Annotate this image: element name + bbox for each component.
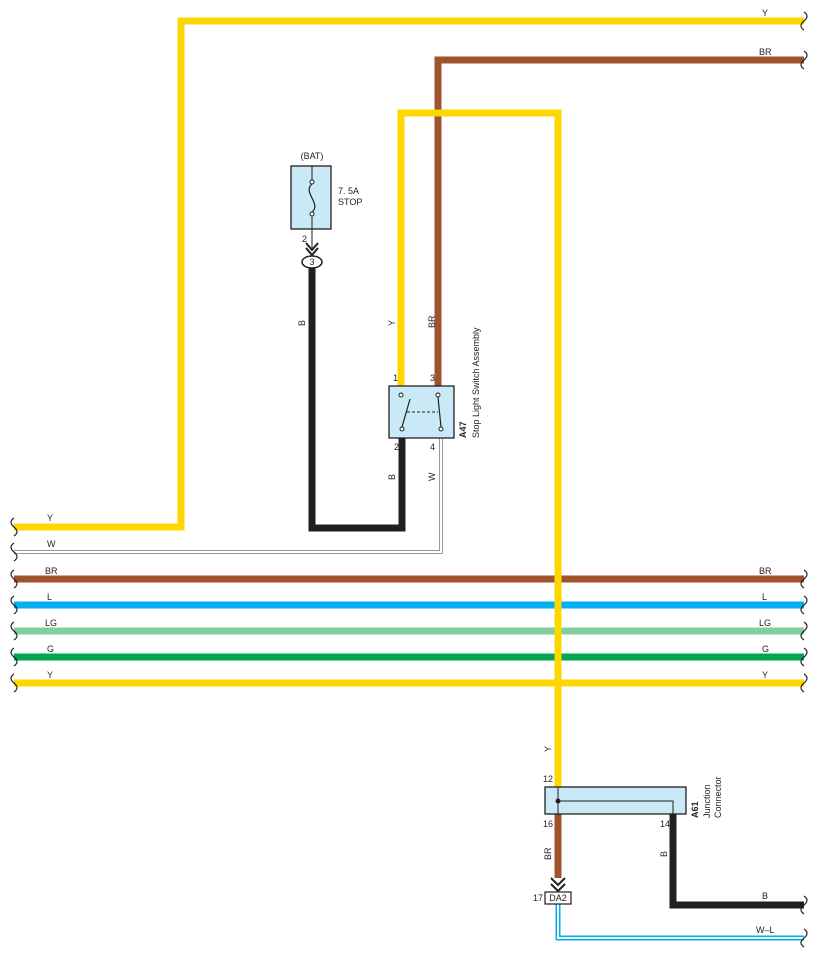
y-wire-top xyxy=(14,17,804,531)
fuse-source-label: (BAT) xyxy=(301,151,324,161)
right-wire-breaks xyxy=(800,11,808,948)
stop-light-switch-a47: 1 3 2 4 A47 Stop Light Switch Assembly xyxy=(388,327,481,452)
w-wire-outer xyxy=(14,432,443,554)
label-bus-l-right: L xyxy=(762,592,767,602)
switch-pin-2: 2 xyxy=(394,442,399,452)
left-break-ybus xyxy=(10,673,18,693)
b-wire-junction-out xyxy=(669,814,804,909)
label-br-top: BR xyxy=(759,47,772,57)
right-break-lg xyxy=(800,621,808,641)
junction-pin-12: 12 xyxy=(543,774,553,784)
label-bus-br-right: BR xyxy=(759,566,772,576)
fuse-name: STOP xyxy=(338,197,362,207)
label-sw-w: W xyxy=(427,472,437,481)
da2-box xyxy=(544,891,572,905)
right-break-busbr xyxy=(800,569,808,589)
junction-pin-14: 14 xyxy=(660,819,670,829)
junction-name-line1: Junction xyxy=(702,784,712,818)
switch-terminal-1 xyxy=(398,392,404,398)
label-out-b: B xyxy=(762,891,768,901)
switch-terminal-2 xyxy=(399,426,405,432)
w-wire xyxy=(14,432,443,554)
label-jc-y: Y xyxy=(543,746,553,752)
switch-terminal-4 xyxy=(438,426,444,432)
switch-code: A47 xyxy=(458,421,468,438)
label-bus-l-left: L xyxy=(47,592,52,602)
junction-pin-16: 16 xyxy=(543,819,553,829)
right-break-ybus xyxy=(800,673,808,693)
right-break-l xyxy=(800,595,808,615)
wl-wire xyxy=(555,904,804,941)
label-bus-lg-right: LG xyxy=(759,618,771,628)
right-break-wl xyxy=(800,928,808,948)
label-y-top: Y xyxy=(762,8,768,18)
label-bus-y-left: Y xyxy=(47,670,53,680)
label-bus-y-right: Y xyxy=(762,670,768,680)
fuse-rating: 7. 5A xyxy=(338,186,359,196)
fuse-terminal-top xyxy=(309,179,315,185)
label-jc-b: B xyxy=(659,851,669,857)
right-break-br xyxy=(800,50,808,70)
switch-terminal-3 xyxy=(435,392,441,398)
switch-contact-right xyxy=(437,396,442,428)
da2-arrow-icon xyxy=(550,877,566,893)
label-jc-br: BR xyxy=(543,847,553,860)
left-break-g xyxy=(10,647,18,667)
b-wire-fuse-to-switch xyxy=(308,268,406,532)
fuse-terminal-bottom xyxy=(309,211,315,217)
junction-code: A61 xyxy=(690,801,700,818)
switch-pin-3: 3 xyxy=(430,373,435,383)
label-left-w: W xyxy=(47,539,56,549)
label-left-y: Y xyxy=(47,513,53,523)
label-bus-lg-left: LG xyxy=(45,618,57,628)
left-break-l xyxy=(10,595,18,615)
junction-name-line2: Connector xyxy=(713,776,723,818)
left-break-lg xyxy=(10,621,18,641)
label-fuse-b: B xyxy=(297,320,307,326)
switch-pin-1: 1 xyxy=(393,373,398,383)
junction-internal-link xyxy=(558,800,674,814)
fuse-junction-block xyxy=(301,255,323,269)
w-wire-inner xyxy=(14,432,442,553)
right-break-g xyxy=(800,647,808,667)
left-break-w xyxy=(10,542,18,562)
junction-connector-a61: 12 16 14 A61 Junction Connector xyxy=(543,774,723,829)
label-bus-br-left: BR xyxy=(45,566,58,576)
label-bus-g-right: G xyxy=(762,644,769,654)
switch-contact-left xyxy=(401,398,411,428)
fuse-connector-arrow-icon xyxy=(305,242,319,257)
fuse-box xyxy=(290,165,332,230)
fuse-junction-pin: 3 xyxy=(309,257,314,267)
switch-pin-4: 4 xyxy=(430,442,435,452)
wl-wire-inner xyxy=(557,904,804,939)
label-sw-br: BR xyxy=(427,315,437,328)
fuse-element-icon xyxy=(308,183,316,213)
da2-name: DA2 xyxy=(549,893,567,903)
right-break-b xyxy=(800,895,808,915)
label-sw-y: Y xyxy=(387,320,397,326)
switch-body xyxy=(388,385,455,439)
label-sw-b: B xyxy=(387,474,397,480)
switch-name: Stop Light Switch Assembly xyxy=(471,327,481,438)
fuse-out-pin: 2 xyxy=(302,234,307,244)
da2-pin: 17 xyxy=(533,893,543,903)
connector-da2: DA2 17 xyxy=(533,877,572,905)
fuse-stop: (BAT) 7. 5A STOP 2 3 xyxy=(290,151,362,269)
left-break-y xyxy=(10,517,18,537)
left-wire-breaks xyxy=(10,517,18,693)
label-bus-g-left: G xyxy=(47,644,54,654)
right-break-y xyxy=(800,11,808,31)
junction-node xyxy=(555,798,561,804)
br-wire-top xyxy=(434,56,804,386)
label-out-wl: W–L xyxy=(756,925,775,935)
left-break-br xyxy=(10,569,18,589)
y-wire-switch-to-junction xyxy=(397,109,562,787)
wire-labels: Y BR B Y BR B W Y W BR BR L L LG LG G G … xyxy=(45,8,775,935)
